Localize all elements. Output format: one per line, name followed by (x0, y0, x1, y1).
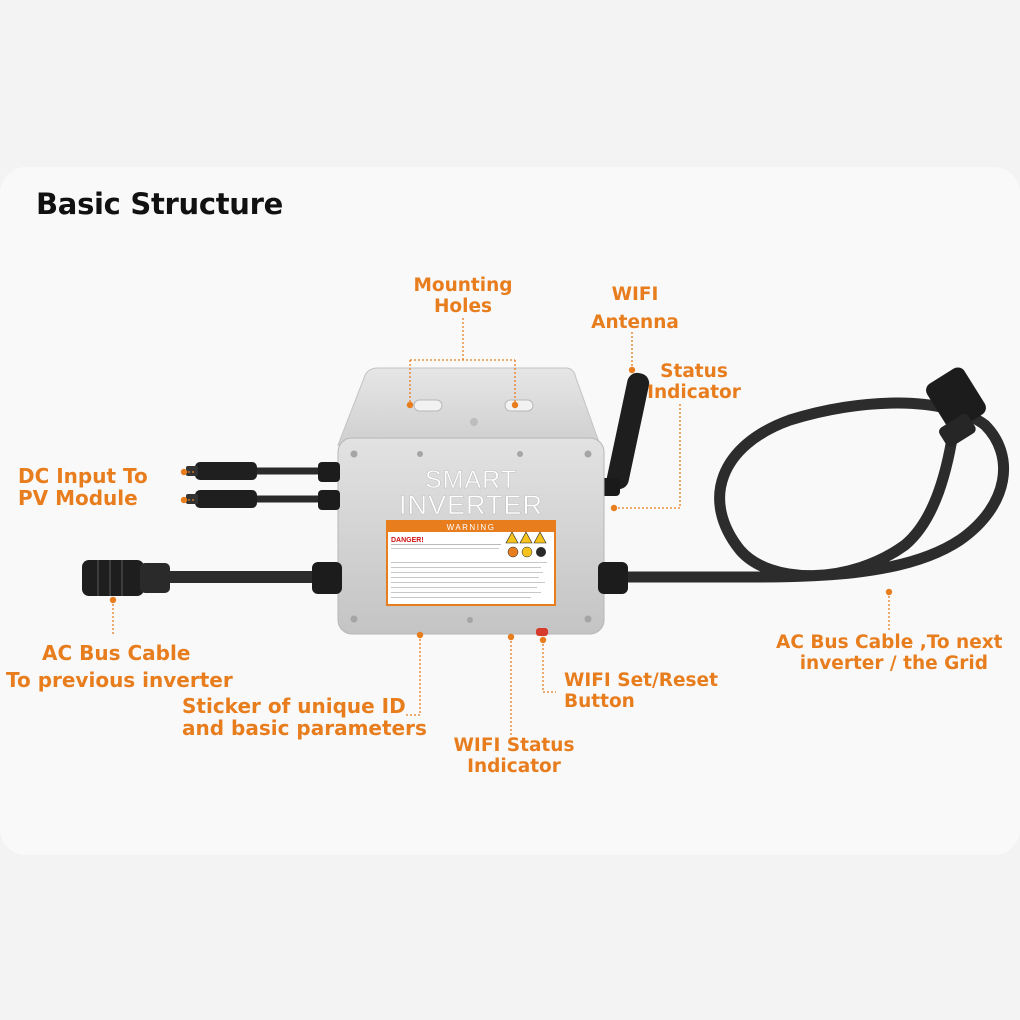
label-line: Mounting (413, 275, 513, 296)
label-line: WIFI Set/Reset (564, 670, 718, 691)
label-mounting-holes: Mounting Holes (398, 275, 528, 317)
label-line: and basic parameters (182, 716, 427, 740)
label-ac-bus-prev: AC Bus Cable To previous inverter (6, 640, 233, 694)
label-wifi-status: WIFI Status Indicator (448, 735, 580, 777)
warning-banner: WARNING (447, 523, 496, 532)
label-dc-input: DC Input To PV Module (18, 465, 148, 509)
ac-connector-prev (82, 560, 170, 596)
label-line: DC Input To (18, 464, 148, 488)
wifi-antenna (606, 372, 650, 490)
dc-connector-negative (186, 490, 257, 508)
label-status-indicator: Status Indicator (636, 361, 752, 403)
wifi-set-reset-button (536, 628, 548, 636)
label-line: AC Bus Cable ,To next (776, 632, 1003, 653)
mounting-bracket (337, 367, 601, 446)
mounting-hole-left (413, 399, 443, 412)
brand-line-2: INVERTER (399, 490, 543, 520)
label-line: Sticker of unique ID (182, 694, 406, 718)
label-wifi-set-reset: WIFI Set/Reset Button (564, 670, 718, 712)
label-line: Antenna (591, 312, 679, 333)
label-line: PV Module (18, 486, 138, 510)
mounting-hole-right (504, 399, 534, 412)
ac-bus-cable-next (594, 379, 1010, 583)
ac-connector-next (926, 367, 986, 447)
label-wifi-antenna: WIFI Antenna (575, 281, 695, 337)
label-line: Status (660, 361, 728, 382)
label-line: Holes (433, 296, 493, 317)
label-line: inverter / the Grid (799, 653, 988, 674)
label-line: Indicator (467, 756, 561, 777)
brand-line-1: SMART (425, 466, 517, 494)
danger-label: DANGER! (391, 537, 424, 544)
label-line: To previous inverter (6, 668, 233, 692)
label-ac-bus-next: AC Bus Cable ,To next inverter / the Gri… (776, 632, 1003, 674)
label-line: Button (564, 691, 635, 712)
label-line: Indicator (647, 382, 741, 403)
label-sticker: Sticker of unique ID and basic parameter… (182, 695, 427, 739)
label-line: WIFI Status (453, 735, 575, 756)
label-line: AC Bus Cable (42, 641, 191, 665)
label-line: WIFI (611, 284, 659, 305)
dc-connector-positive (186, 462, 257, 480)
warning-sticker: WARNING DANGER! (386, 520, 556, 606)
page-title: Basic Structure (36, 187, 284, 221)
